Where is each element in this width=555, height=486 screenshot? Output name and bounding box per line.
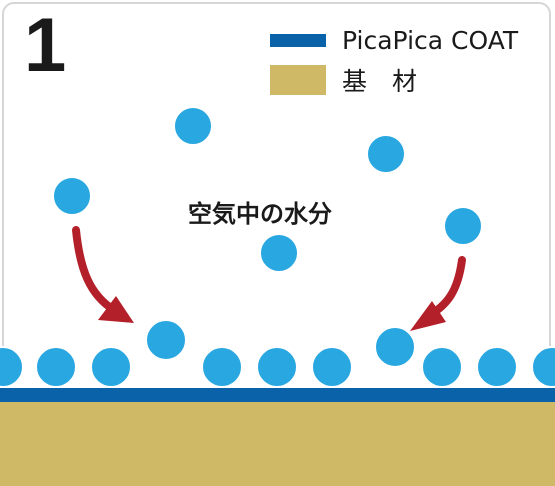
airborne-droplet-icon bbox=[52, 176, 92, 216]
curved-arrow-icon bbox=[410, 256, 466, 331]
landing-droplet-icon bbox=[145, 319, 187, 361]
surface-droplet-icon bbox=[311, 346, 353, 388]
surface-droplet-icon bbox=[421, 346, 463, 388]
landing-droplet-icon bbox=[374, 326, 416, 368]
surface-droplet-icon bbox=[35, 346, 77, 388]
legend-item-coat: PicaPica COAT bbox=[270, 26, 518, 55]
legend-swatch-substrate bbox=[270, 65, 326, 95]
curved-arrow-icon bbox=[72, 226, 134, 323]
substrate-layer bbox=[0, 402, 555, 486]
step-number: 1 bbox=[24, 3, 67, 88]
surface-droplet-icon bbox=[256, 346, 298, 388]
legend-label-coat: PicaPica COAT bbox=[342, 26, 519, 55]
legend-swatch-coat bbox=[270, 34, 326, 47]
surface-droplet-icon bbox=[90, 346, 132, 388]
surface-droplet-icon bbox=[476, 346, 518, 388]
airborne-droplet-icon bbox=[443, 206, 483, 246]
caption-airborne-moisture: 空気中の水分 bbox=[188, 200, 332, 228]
legend-label-substrate: 基 材 bbox=[342, 67, 418, 96]
airborne-droplet-icon bbox=[173, 106, 213, 146]
airborne-droplet-icon bbox=[366, 134, 406, 174]
legend-item-substrate: 基 材 bbox=[270, 62, 417, 98]
airborne-droplet-icon bbox=[259, 233, 299, 273]
surface-droplet-icon bbox=[201, 346, 243, 388]
picapica-coat-layer bbox=[0, 388, 555, 402]
